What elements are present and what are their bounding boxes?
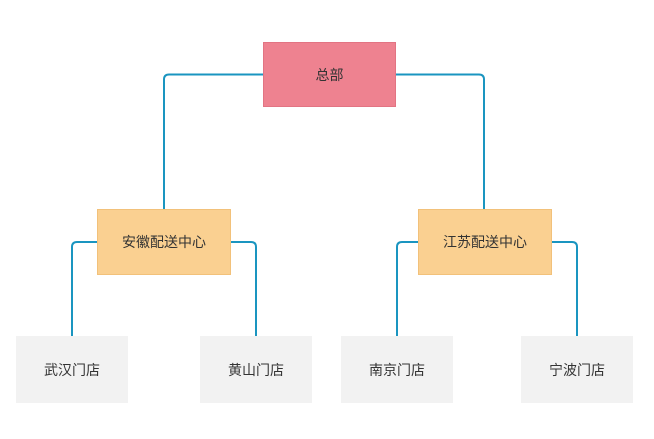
node-anhui-distribution-center[interactable]: 安徽配送中心 <box>97 209 231 275</box>
node-headquarters[interactable]: 总部 <box>263 42 396 107</box>
node-nanjing-label: 南京门店 <box>369 362 425 379</box>
connector-anhui-huangshan <box>231 241 257 336</box>
node-wuhan-label: 武汉门店 <box>44 362 100 379</box>
connector-jiangsu-ningbo <box>552 241 578 336</box>
node-jiangsu-distribution-center[interactable]: 江苏配送中心 <box>418 209 552 275</box>
node-huangshan-store[interactable]: 黄山门店 <box>200 336 312 403</box>
connector-hq-jiangsu <box>396 73 485 209</box>
node-jiangsu-label: 江苏配送中心 <box>443 235 527 251</box>
node-nanjing-store[interactable]: 南京门店 <box>341 336 453 403</box>
node-wuhan-store[interactable]: 武汉门店 <box>16 336 128 403</box>
node-huangshan-label: 黄山门店 <box>228 362 284 379</box>
node-ningbo-label: 宁波门店 <box>549 362 605 379</box>
connector-hq-anhui <box>163 73 263 209</box>
node-anhui-label: 安徽配送中心 <box>122 235 206 251</box>
connector-anhui-wuhan <box>71 241 97 336</box>
connector-jiangsu-nanjing <box>396 241 418 336</box>
node-headquarters-label: 总部 <box>315 67 344 84</box>
node-ningbo-store[interactable]: 宁波门店 <box>521 336 633 403</box>
